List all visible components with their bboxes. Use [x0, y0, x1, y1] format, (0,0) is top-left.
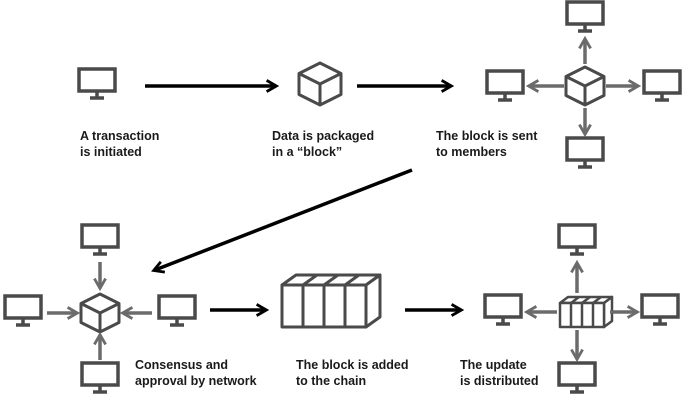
cube-icon-data-block [297, 61, 343, 107]
monitor-icon-member-bottom [565, 136, 605, 169]
arrow-step3-to-step4 [151, 168, 413, 274]
step-1-line2: is initiated [80, 145, 142, 159]
cube-icon-sent-block [564, 65, 606, 107]
monitor-icon-member-top [565, 0, 605, 33]
step-4-line1: Consensus and [135, 358, 229, 372]
step-5-line1: The block is added [296, 358, 409, 372]
monitor-icon-validator-top [80, 223, 120, 256]
monitor-icon-node-left [483, 293, 523, 326]
step-6-label: The update is distributed [460, 357, 538, 389]
chain-icon-distributed [558, 295, 614, 329]
chain-icon-blockchain [280, 273, 382, 329]
step-4-line2: approval by network [135, 374, 257, 388]
monitor-icon-node-bottom [557, 361, 597, 394]
monitor-icon-node-right [640, 293, 680, 326]
monitor-icon-node-top [557, 223, 597, 256]
step-2-label: Data is packaged in a “block” [272, 128, 374, 160]
step-1-label: A transaction is initiated [80, 128, 159, 160]
monitor-icon-validator-bottom [80, 361, 120, 394]
cube-icon-consensus-block [79, 292, 121, 334]
step-2-line1: Data is packaged [272, 129, 375, 143]
step-6-line1: The update [460, 358, 527, 372]
step-5-label: The block is added to the chain [296, 357, 409, 389]
monitor-icon-transaction [77, 67, 117, 100]
monitor-icon-validator-right [157, 294, 197, 327]
step-3-line1: The block is sent [436, 129, 538, 143]
step-5-line2: to the chain [296, 374, 367, 388]
monitor-icon-member-left [485, 69, 525, 102]
step-2-line2: in a “block” [272, 145, 343, 159]
monitor-icon-validator-left [3, 294, 43, 327]
step-3-line2: to members [436, 145, 507, 159]
monitor-icon-member-right [642, 69, 682, 102]
step-6-line2: is distributed [460, 374, 539, 388]
step-4-label: Consensus and approval by network [135, 357, 257, 389]
step-1-line1: A transaction [80, 129, 160, 143]
step-3-label: The block is sent to members [436, 128, 537, 160]
